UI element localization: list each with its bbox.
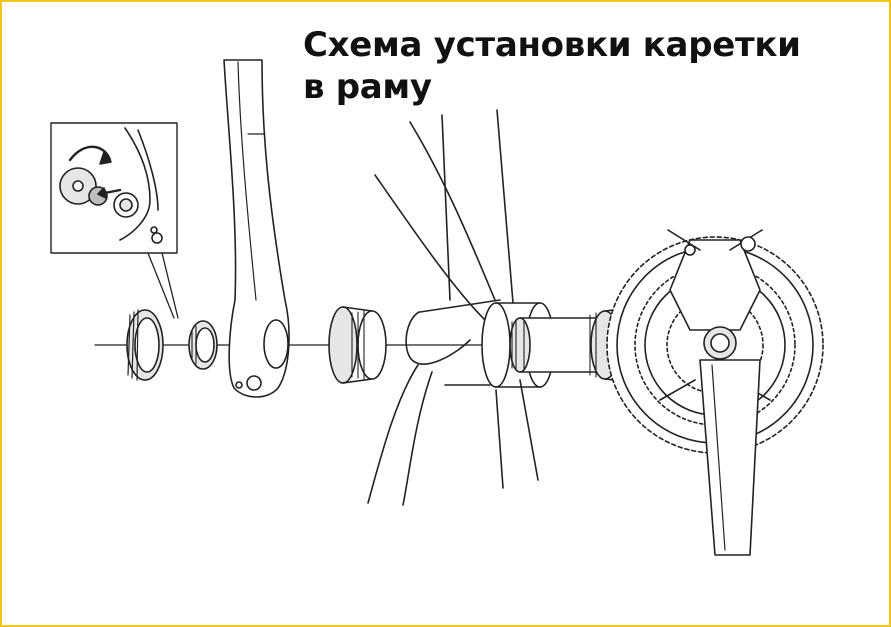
left-crank-arm — [223, 59, 290, 398]
bottom-bracket-cartridge — [509, 317, 601, 373]
chainring-crankset — [606, 229, 824, 556]
rotation-arrow-icon — [68, 145, 112, 162]
crank-cap-tool — [126, 309, 164, 381]
crank-cap — [188, 320, 218, 370]
diagram-title: Схема установки каретки в раму — [303, 25, 801, 107]
bicycle-frame — [367, 109, 555, 506]
left-bb-cup — [328, 306, 387, 384]
inset-detail — [50, 122, 179, 319]
